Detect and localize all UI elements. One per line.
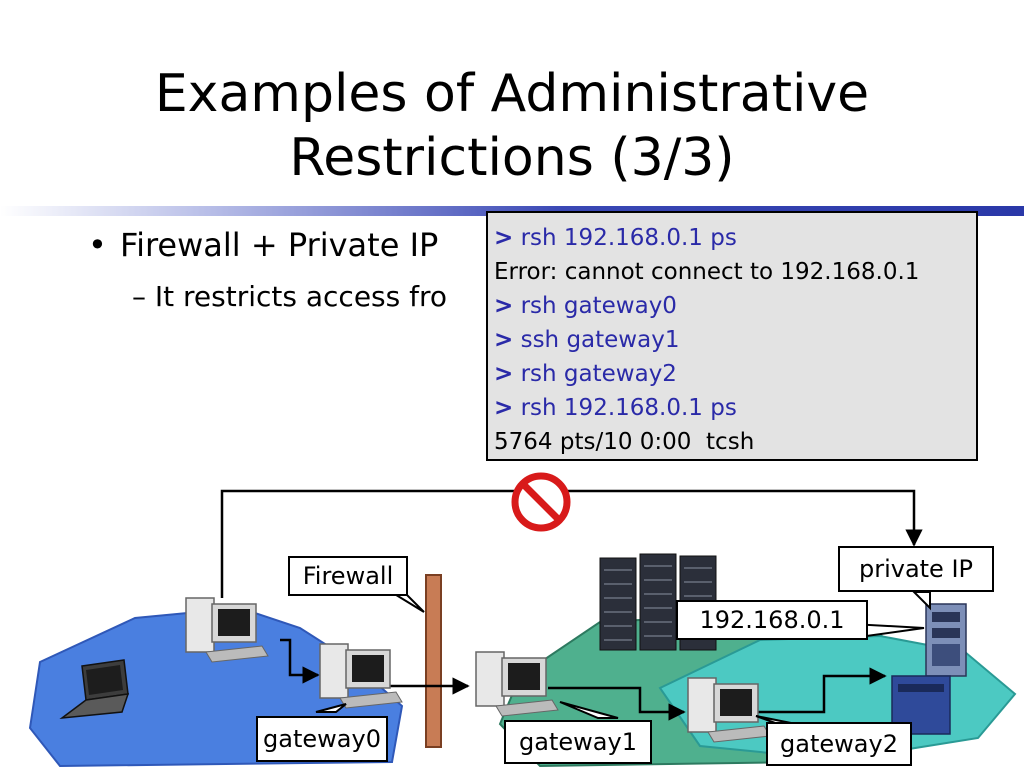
terminal-line-text: rsh gateway2	[520, 361, 677, 387]
gateway1-label: gateway1	[504, 720, 652, 764]
terminal-prompt: >	[494, 327, 514, 353]
title-line-2: Restrictions (3/3)	[289, 128, 735, 188]
sub-bullet-restricts-access: – It restricts access fro	[132, 280, 448, 313]
terminal-command-line: > ssh gateway1	[494, 323, 976, 357]
desktop-computer-icon	[475, 651, 559, 717]
desktop-computer-icon	[185, 597, 269, 663]
terminal-command-line: > rsh gateway2	[494, 357, 976, 391]
terminal-output-line: Error: cannot connect to 192.168.0.1	[494, 255, 976, 289]
slide-title: Examples of Administrative Restrictions …	[0, 62, 1024, 190]
terminal-line-text: rsh 192.168.0.1 ps	[520, 395, 737, 421]
title-line-1: Examples of Administrative	[154, 64, 870, 124]
bullet-firewall-private-ip: • Firewall + Private IP	[88, 226, 438, 264]
terminal-command-line: > rsh gateway0	[494, 289, 976, 323]
gateway0-callout-pointer	[315, 703, 347, 713]
terminal-session: > rsh 192.168.0.1 ps Error: cannot connec…	[486, 211, 978, 461]
terminal-line-text: rsh gateway0	[520, 293, 677, 319]
terminal-line-text: Error: cannot connect to 192.168.0.1	[494, 259, 920, 285]
firewall-wall	[425, 574, 442, 748]
laptop-icon	[59, 659, 130, 720]
ip-address-label: 192.168.0.1	[676, 600, 868, 640]
bullet-marker: •	[88, 226, 107, 264]
private-ip-callout-pointer	[911, 591, 931, 611]
terminal-prompt: >	[494, 361, 514, 387]
server-rack-icon	[891, 603, 967, 735]
gateway2-label: gateway2	[766, 722, 912, 766]
terminal-line-text: 5764 pts/10 0:00 tcsh	[494, 429, 755, 455]
private-ip-label: private IP	[838, 546, 994, 592]
terminal-prompt: >	[494, 225, 514, 251]
terminal-command-line: > rsh 192.168.0.1 ps	[494, 391, 976, 425]
connection-arrow-4	[758, 667, 887, 714]
terminal-command-line: > rsh 192.168.0.1 ps	[494, 221, 976, 255]
bullet-text: Firewall + Private IP	[120, 226, 439, 264]
terminal-output-line: 5764 pts/10 0:00 tcsh	[494, 425, 976, 459]
terminal-line-text: rsh 192.168.0.1 ps	[520, 225, 737, 251]
terminal-prompt: >	[494, 293, 514, 319]
firewall-label: Firewall	[288, 556, 408, 596]
desktop-computer-icon	[319, 643, 403, 709]
connection-arrow-1	[280, 638, 320, 684]
terminal-line-text: ssh gateway1	[520, 327, 680, 353]
gateway0-label: gateway0	[256, 716, 388, 762]
blocked-icon	[511, 472, 571, 532]
terminal-prompt: >	[494, 395, 514, 421]
connection-arrow-3	[548, 686, 686, 721]
gateway1-callout-pointer	[559, 701, 619, 719]
desktop-computer-icon	[687, 677, 771, 743]
